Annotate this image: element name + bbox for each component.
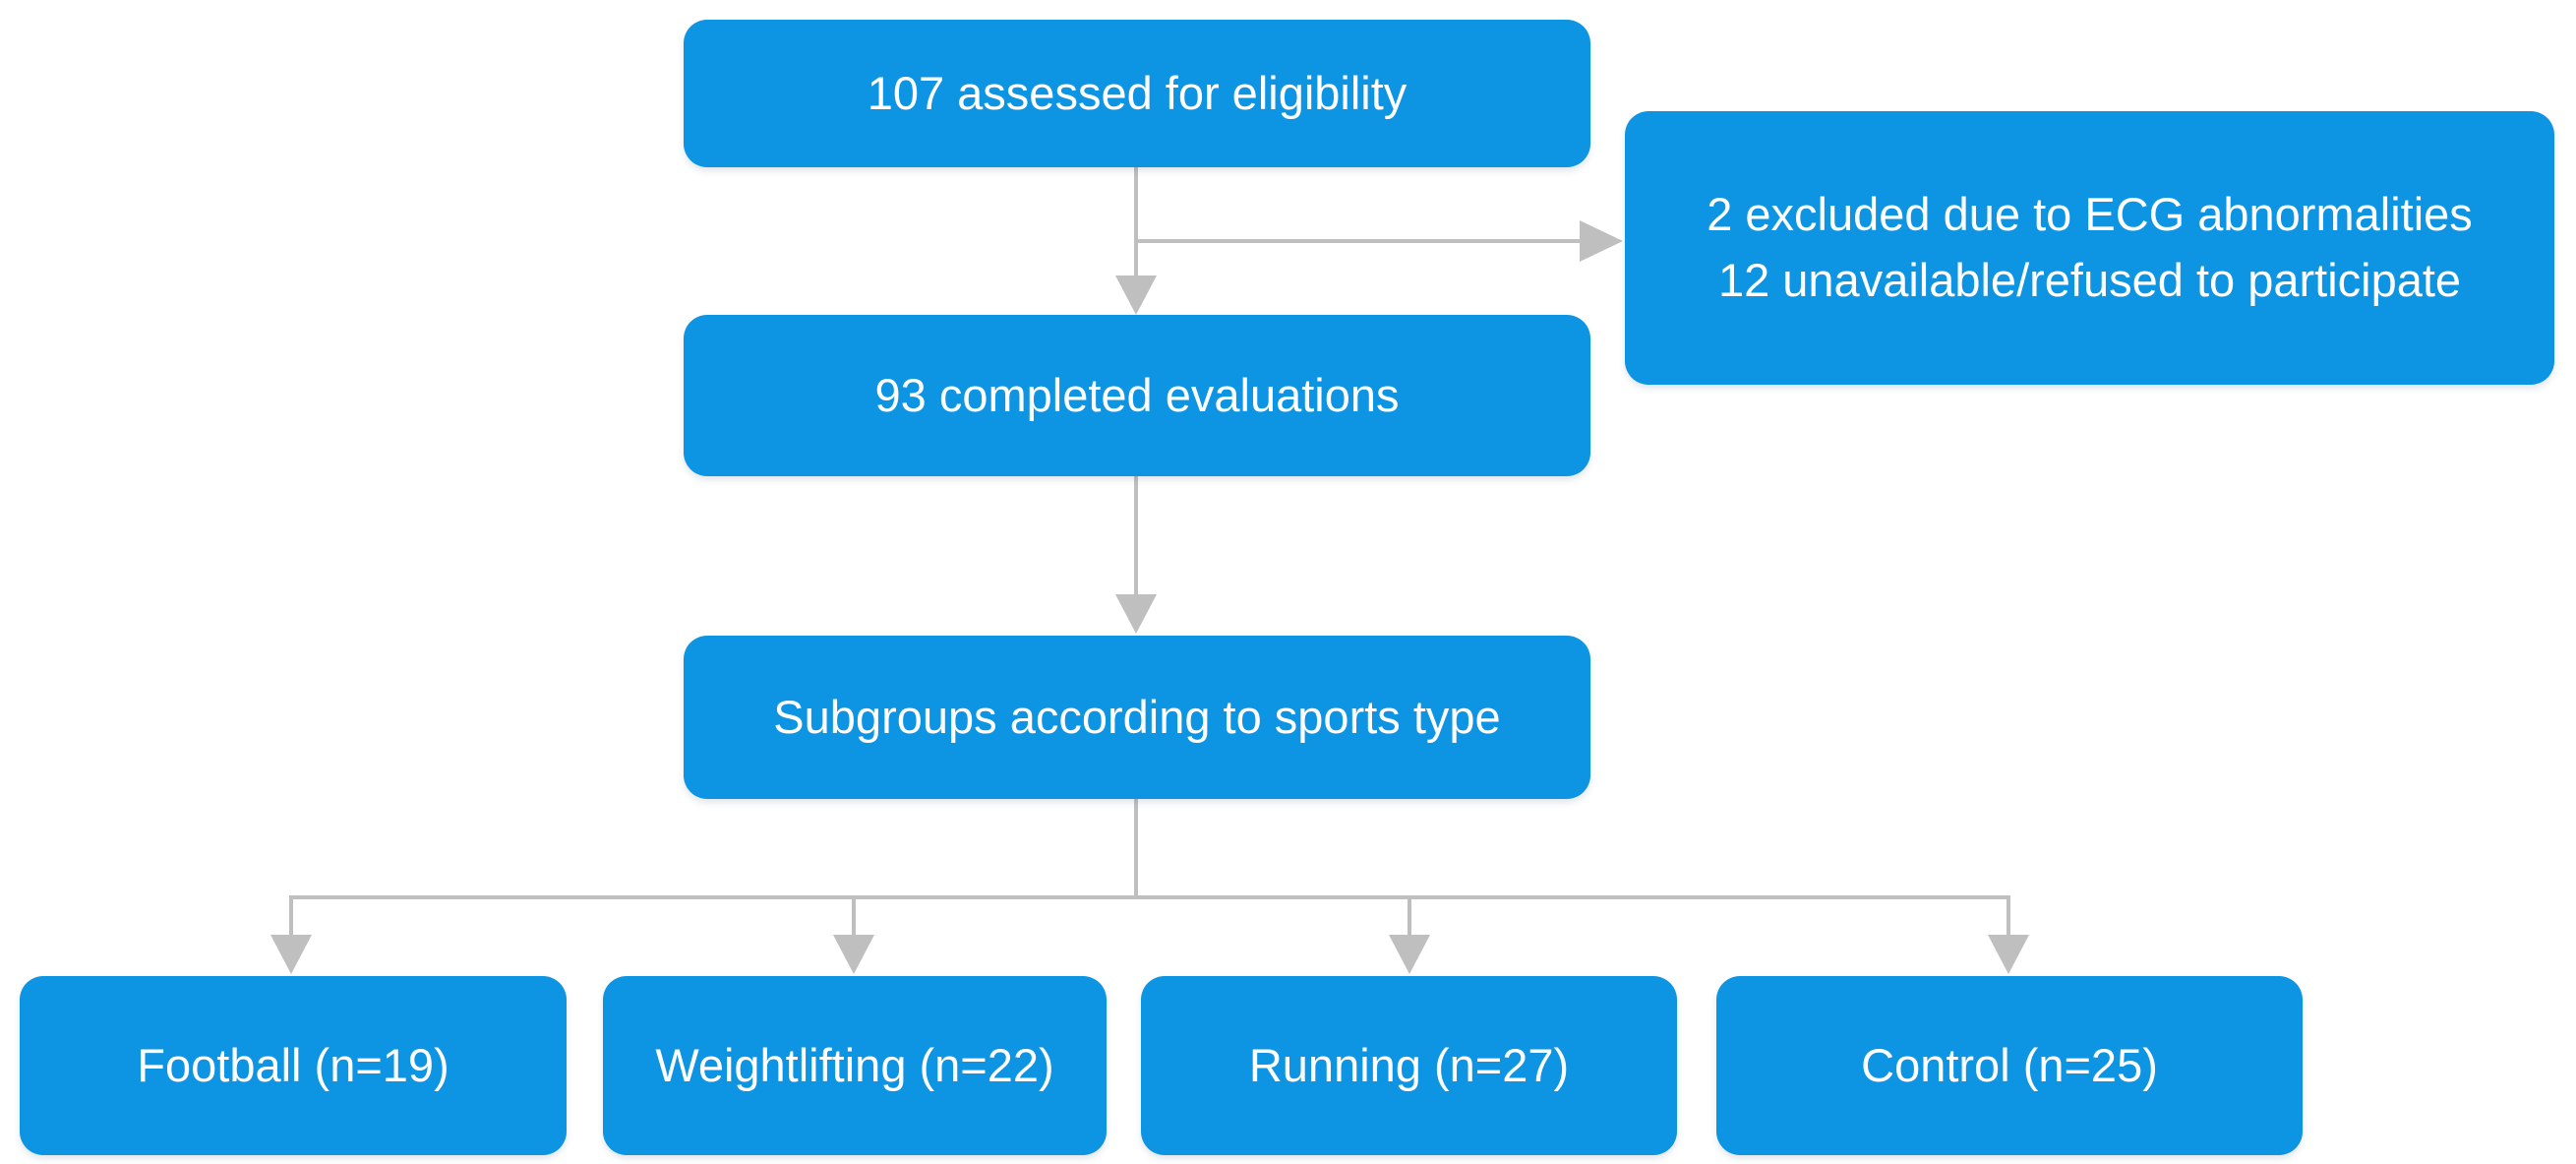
arrowhead-to-excluded (1580, 220, 1623, 262)
node-football-label: Football (n=19) (137, 1038, 449, 1091)
arrowhead-to-control (1988, 935, 2029, 974)
arrowhead-to-weightlifting (833, 935, 874, 974)
node-completed: 93 completed evaluations (684, 315, 1590, 476)
connector-subgroups-down (1134, 799, 1138, 897)
connector-completed-down (1134, 476, 1138, 594)
node-football: Football (n=19) (20, 976, 567, 1155)
node-control-label: Control (n=25) (1861, 1038, 2158, 1091)
node-subgroups-label: Subgroups according to sports type (773, 690, 1501, 743)
node-weightlifting-label: Weightlifting (n=22) (655, 1038, 1054, 1091)
arrowhead-to-football (270, 935, 312, 974)
connector-drop-weightlifting (852, 895, 856, 937)
node-running: Running (n=27) (1141, 976, 1677, 1155)
connector-branch-rail (289, 895, 2010, 899)
node-running-label: Running (n=27) (1248, 1038, 1570, 1091)
node-assessed-label: 107 assessed for eligibility (867, 66, 1408, 119)
node-control: Control (n=25) (1716, 976, 2303, 1155)
arrowhead-to-completed (1115, 276, 1157, 315)
arrowhead-to-subgroups (1115, 594, 1157, 634)
connector-drop-football (289, 895, 293, 937)
connector-to-excluded (1134, 239, 1584, 243)
arrowhead-to-running (1389, 935, 1430, 974)
node-subgroups: Subgroups according to sports type (684, 636, 1590, 799)
node-weightlifting: Weightlifting (n=22) (603, 976, 1107, 1155)
node-assessed: 107 assessed for eligibility (684, 20, 1590, 167)
connector-assessed-down (1134, 165, 1138, 276)
connector-drop-running (1408, 895, 1411, 937)
node-excluded: 2 excluded due to ECG abnormalities 12 u… (1625, 111, 2554, 385)
connector-drop-control (2007, 895, 2010, 937)
node-excluded-line2: 12 unavailable/refused to participate (1717, 254, 2462, 306)
node-completed-label: 93 completed evaluations (874, 368, 1400, 421)
node-excluded-line1: 2 excluded due to ECG abnormalities (1707, 188, 2473, 241)
